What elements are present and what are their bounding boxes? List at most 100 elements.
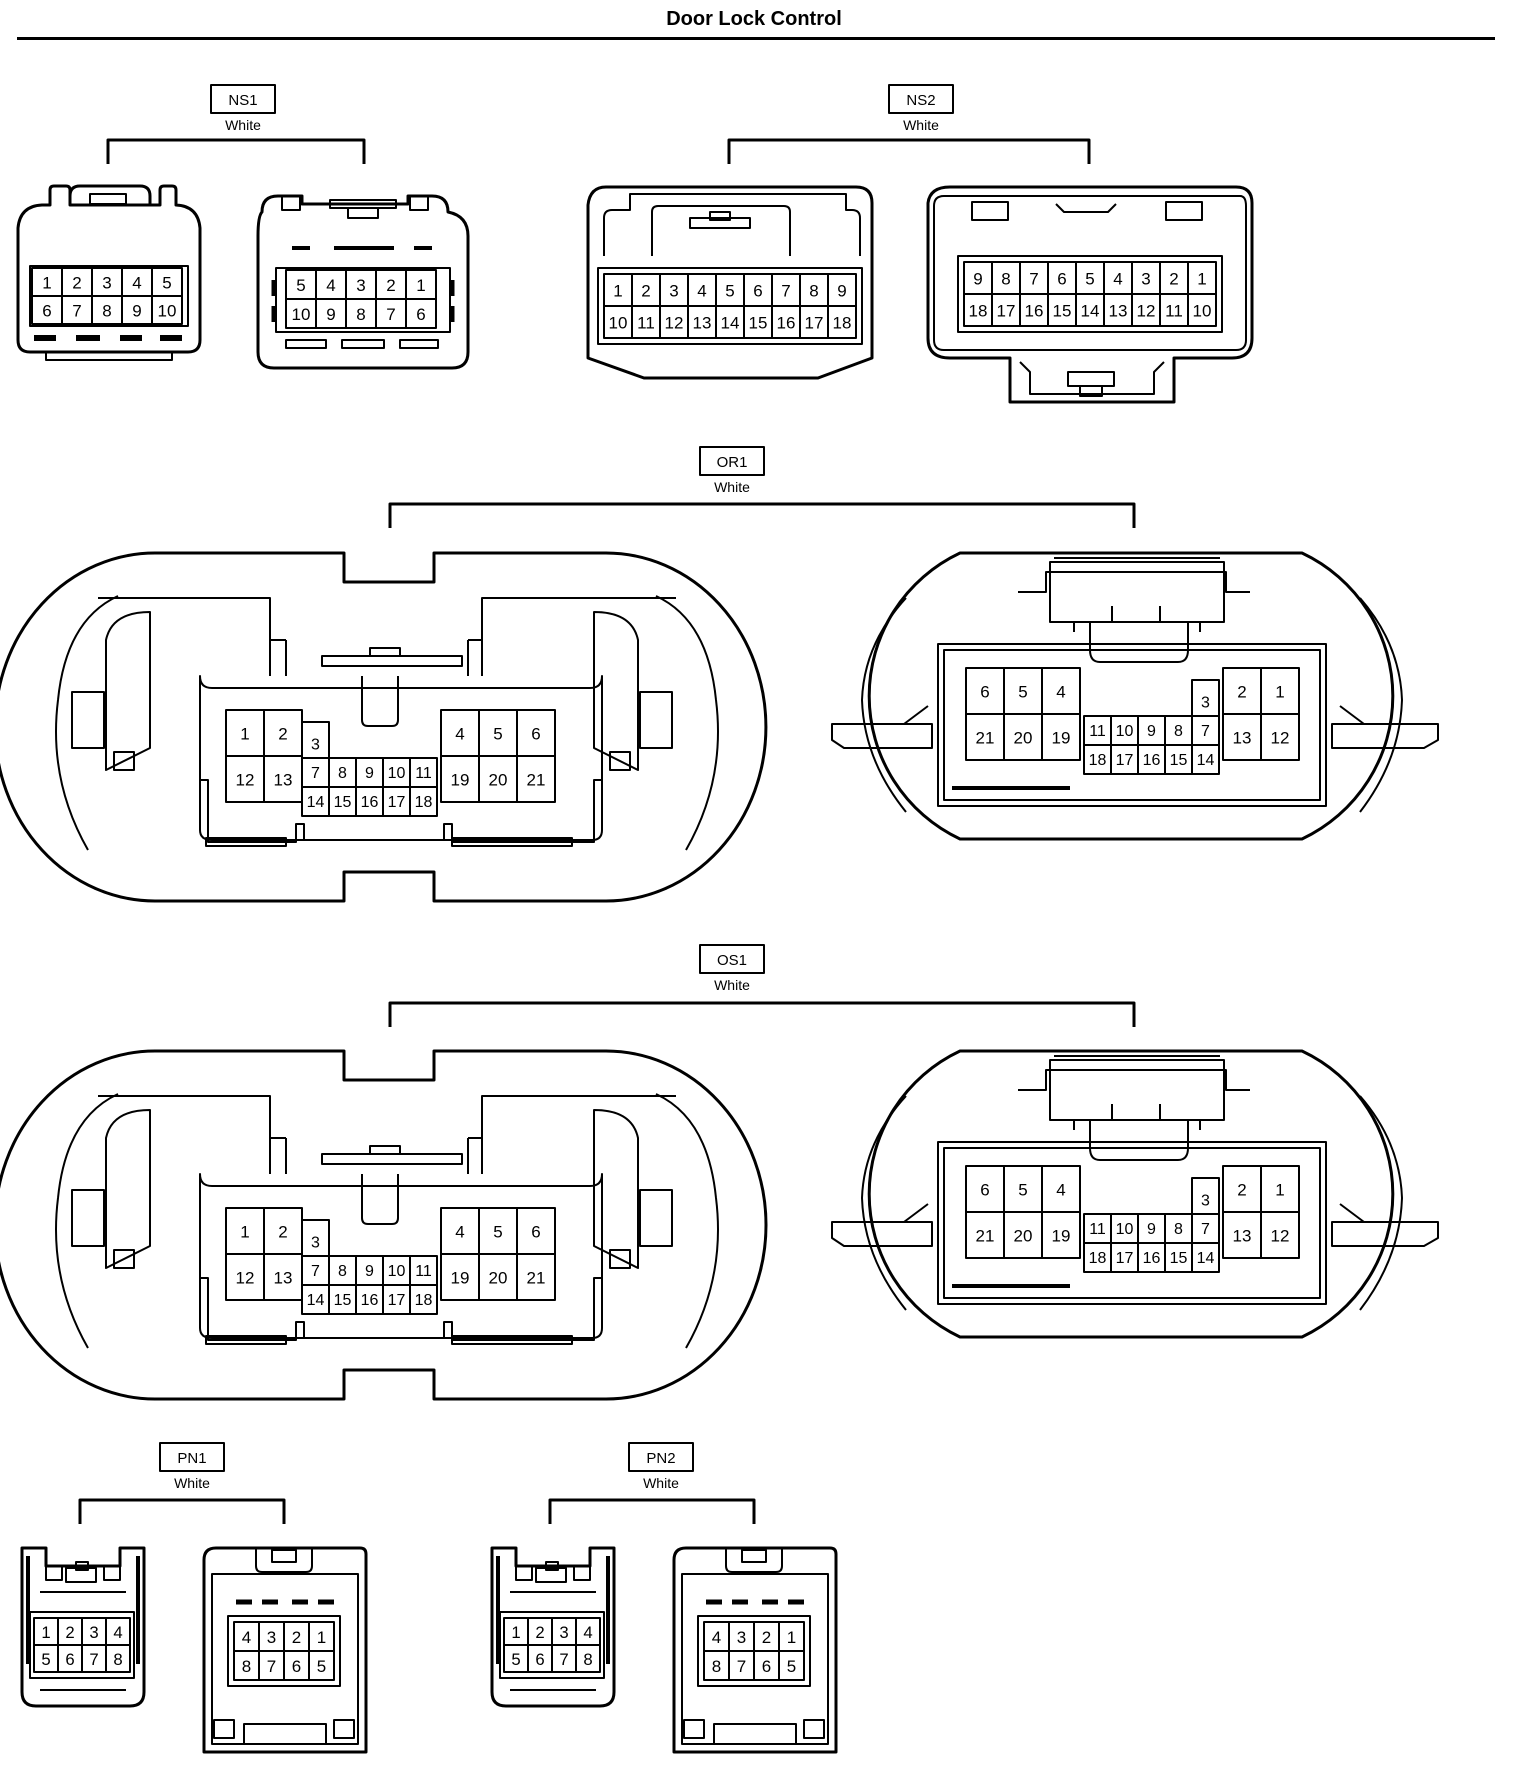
svg-text:12: 12 <box>1271 1227 1290 1246</box>
pin-2: 2 <box>527 1617 553 1646</box>
pin-9: 9 <box>827 273 857 307</box>
svg-text:3: 3 <box>267 1628 276 1647</box>
pin-6: 6 <box>31 295 63 325</box>
connector-PN1-bracket <box>78 1498 286 1524</box>
pin-18: 18 <box>409 786 438 817</box>
svg-text:18: 18 <box>415 1292 433 1309</box>
pin-4: 4 <box>687 273 717 307</box>
svg-text:6: 6 <box>531 1223 540 1242</box>
svg-text:5: 5 <box>317 1657 326 1676</box>
connector-OS1-name: OS1 <box>717 952 747 969</box>
svg-text:7: 7 <box>1029 270 1038 289</box>
svg-text:21: 21 <box>527 771 546 790</box>
svg-text:7: 7 <box>267 1657 276 1676</box>
connector-NS1-name: NS1 <box>228 92 257 109</box>
pin-13: 13 <box>263 1253 303 1301</box>
pin-2: 2 <box>57 1617 83 1646</box>
pin-1: 1 <box>225 1207 265 1255</box>
svg-text:9: 9 <box>973 270 982 289</box>
pin-21: 21 <box>516 755 556 803</box>
svg-text:5: 5 <box>1018 683 1027 702</box>
svg-text:2: 2 <box>1169 270 1178 289</box>
svg-text:11: 11 <box>1165 302 1183 321</box>
svg-text:1: 1 <box>787 1628 796 1647</box>
svg-text:2: 2 <box>386 276 395 295</box>
svg-text:6: 6 <box>535 1650 544 1669</box>
pin-8: 8 <box>799 273 829 307</box>
pin-6: 6 <box>516 709 556 757</box>
svg-text:9: 9 <box>1147 723 1156 740</box>
svg-text:8: 8 <box>338 1263 347 1280</box>
pin-17: 17 <box>1110 744 1139 775</box>
pin-10: 10 <box>382 757 411 788</box>
pin-2: 2 <box>283 1621 310 1652</box>
svg-text:7: 7 <box>1201 1221 1210 1238</box>
pin-4: 4 <box>1041 1165 1081 1213</box>
pin-17: 17 <box>382 786 411 817</box>
svg-text:9: 9 <box>837 282 846 301</box>
pin-16: 16 <box>771 305 801 339</box>
pin-6: 6 <box>57 1644 83 1673</box>
pin-4: 4 <box>121 267 153 297</box>
pin-14: 14 <box>1191 1242 1220 1273</box>
pin-1: 1 <box>1260 1165 1300 1213</box>
pin-5: 5 <box>285 269 317 300</box>
svg-text:18: 18 <box>969 302 988 321</box>
svg-text:5: 5 <box>162 274 171 293</box>
pin-19: 19 <box>440 755 480 803</box>
connector-NS2-bracket <box>727 138 1091 164</box>
svg-text:5: 5 <box>1018 1181 1027 1200</box>
pin-8: 8 <box>233 1650 260 1681</box>
pin-17: 17 <box>799 305 829 339</box>
svg-text:13: 13 <box>1109 302 1128 321</box>
svg-text:1: 1 <box>1275 1181 1284 1200</box>
pin-15: 15 <box>1164 1242 1193 1273</box>
pin-13: 13 <box>687 305 717 339</box>
pin-6: 6 <box>527 1644 553 1673</box>
pin-11: 11 <box>1083 1213 1112 1244</box>
svg-text:18: 18 <box>415 794 433 811</box>
pin-10: 10 <box>151 295 183 325</box>
pin-5: 5 <box>1075 261 1105 295</box>
svg-text:19: 19 <box>1052 1227 1071 1246</box>
pin-9: 9 <box>121 295 153 325</box>
connector-NS2-color: White <box>903 117 939 133</box>
svg-text:5: 5 <box>493 1223 502 1242</box>
connector-PN1-color: White <box>174 1475 210 1491</box>
svg-text:4: 4 <box>712 1628 721 1647</box>
pin-10: 10 <box>382 1255 411 1286</box>
svg-text:4: 4 <box>132 274 141 293</box>
svg-text:9: 9 <box>1147 1221 1156 1238</box>
connector-OS1-bracket <box>388 1001 1136 1027</box>
svg-text:12: 12 <box>1271 729 1290 748</box>
svg-text:14: 14 <box>1197 752 1215 769</box>
svg-text:8: 8 <box>1174 723 1183 740</box>
svg-text:3: 3 <box>89 1623 98 1642</box>
svg-text:6: 6 <box>1057 270 1066 289</box>
svg-text:14: 14 <box>307 1292 325 1309</box>
pin-4: 4 <box>233 1621 260 1652</box>
pin-3: 3 <box>551 1617 577 1646</box>
pin-12: 12 <box>1260 1211 1300 1259</box>
pin-5: 5 <box>33 1644 59 1673</box>
pin-12: 12 <box>1131 293 1161 327</box>
pin-4: 4 <box>440 1207 480 1255</box>
connector-OR1-color: White <box>714 479 750 495</box>
pin-9: 9 <box>355 757 384 788</box>
svg-text:15: 15 <box>749 314 768 333</box>
svg-text:2: 2 <box>1237 683 1246 702</box>
pin-1: 1 <box>33 1617 59 1646</box>
pin-4: 4 <box>440 709 480 757</box>
svg-text:17: 17 <box>805 314 824 333</box>
pin-7: 7 <box>771 273 801 307</box>
pin-14: 14 <box>1191 744 1220 775</box>
svg-text:4: 4 <box>697 282 706 301</box>
pin-7: 7 <box>258 1650 285 1681</box>
